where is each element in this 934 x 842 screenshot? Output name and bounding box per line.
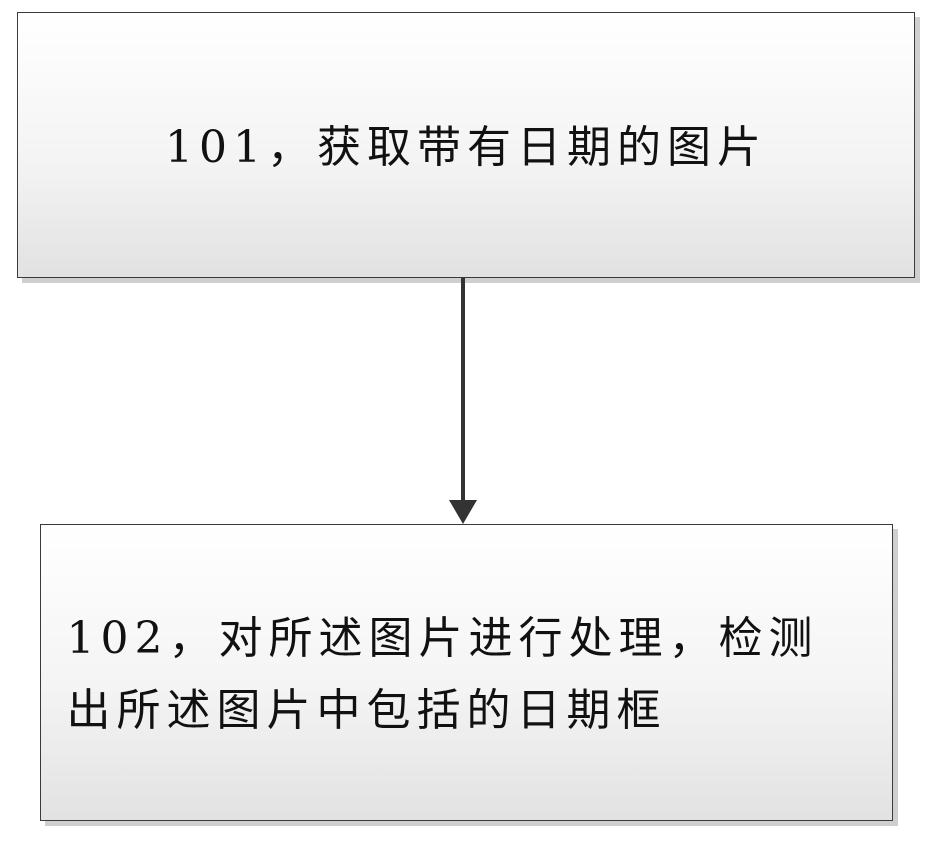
step-box-102: 102，对所述图片进行处理，检测出所述图片中包括的日期框 bbox=[40, 524, 893, 821]
step-label-102: 102，对所述图片进行处理，检测出所述图片中包括的日期框 bbox=[66, 612, 819, 736]
step-label-101: 101，获取带有日期的图片 bbox=[165, 122, 767, 173]
step-box-101: 101，获取带有日期的图片 bbox=[17, 12, 915, 278]
arrow-head bbox=[449, 500, 477, 524]
